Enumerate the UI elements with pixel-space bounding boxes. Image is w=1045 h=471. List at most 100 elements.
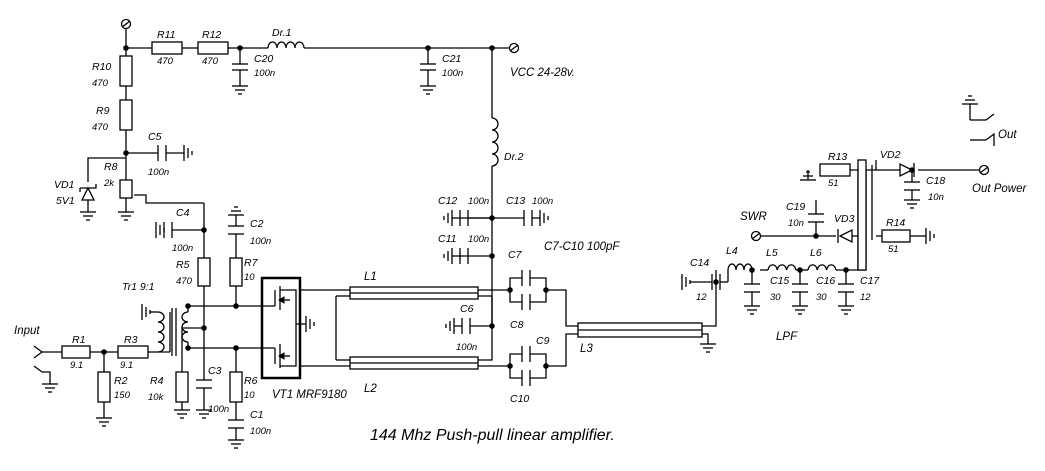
label-C7: C7 [508,249,523,261]
label-C7-C10: C7-C10 100pF [544,241,620,253]
junctions [101,45,915,369]
label-swr: SWR [740,211,767,223]
inductor-L6 [807,264,837,271]
label-L1: L1 [364,271,377,283]
value-R10: 470 [92,78,109,89]
label-R13: R13 [828,151,847,163]
resistor-R11 [151,41,183,55]
resistor-R1 [61,345,91,359]
label-Dr1: Dr.1 [272,27,291,39]
inductor-Dr2 [491,117,499,167]
ground-icon [155,222,165,238]
capacitor-C6 [461,318,471,334]
capacitor-C2 [228,225,244,235]
transistor-VT1 [260,276,302,380]
terminal-top [120,18,132,30]
value-R7: 10 [244,272,255,283]
resistor-R12 [197,41,229,55]
label-input: Input [14,325,40,337]
value-R12: 470 [202,56,219,67]
ground-icon [681,274,691,290]
label-C15: C15 [770,275,789,287]
capacitor-C9 [521,346,531,362]
label-C16: C16 [816,275,835,287]
value-C4: 100n [172,243,193,254]
value-C19: 10n [788,218,804,229]
label-R11: R11 [157,29,175,41]
resistor-R5 [197,257,211,287]
value-C1: 100n [250,426,271,437]
label-L4: L4 [726,245,738,257]
ground-icon [118,211,134,221]
diagram-title: 144 Mhz Push-pull linear amplifier. [370,427,615,444]
label-R10: R10 [92,61,111,73]
label-C20: C20 [254,53,273,65]
ground-icon [174,409,190,419]
label-LPF: LPF [776,331,798,343]
ground-icon [228,206,244,216]
label-R9: R9 [96,105,110,117]
resistor-R8 [119,179,133,199]
inductors [157,41,837,356]
label-L2: L2 [364,383,377,395]
label-L6: L6 [810,247,822,259]
value-R11: 470 [157,56,174,67]
ground-icon [80,211,96,221]
ground-icon [228,439,244,449]
label-L3: L3 [580,343,593,355]
ground-icon [800,171,816,181]
capacitor-C1 [228,419,244,429]
value-R8: 2k [103,178,115,189]
label-out-power: Out Power [972,183,1027,195]
value-C17: 12 [860,292,871,303]
connector-input [33,345,44,373]
ground-icon [700,343,716,353]
ground-icon [96,417,112,427]
label-out: Out [998,129,1017,141]
capacitor-C14 [711,274,721,290]
resistor-R13 [819,163,851,177]
value-C6: 100n [456,342,477,353]
capacitor-C19 [808,213,824,223]
label-C4: C4 [176,207,190,219]
label-C1: C1 [250,409,263,421]
connector-out [985,113,995,146]
label-R12: R12 [202,29,221,41]
inductor-Dr1 [267,41,305,49]
value-R6: 10 [244,390,255,401]
value-C5: 100n [148,167,169,178]
value-C2: 100n [250,236,271,247]
label-R1: R1 [72,334,85,346]
label-C6: C6 [460,303,474,315]
label-C8: C8 [510,319,524,331]
capacitor-C18 [904,181,920,191]
label-C3: C3 [208,365,222,377]
ground-icon [904,199,920,209]
value-VD1: 5V1 [56,195,75,207]
resistor-R14 [881,229,911,243]
value-C12: 100n [468,196,489,207]
label-C5: C5 [148,131,162,143]
ground-icon [196,409,212,419]
ground-icon [925,228,935,244]
resistor-R7 [229,257,243,287]
capacitor-C15 [744,283,760,293]
inductor-L5 [767,264,797,271]
capacitor-C16 [792,283,808,293]
label-C17: C17 [860,275,880,287]
value-R14: 51 [888,244,899,255]
value-C15: 30 [770,292,781,303]
label-R8: R8 [104,161,118,173]
transformer-Tr1-primary [157,311,165,353]
ground-icon [232,85,248,95]
label-C14: C14 [690,257,709,269]
value-C16: 30 [816,292,827,303]
ground-icon [305,316,315,332]
label-R3: R3 [124,334,138,346]
terminal-swr [750,230,762,242]
value-C3: 100n [208,404,229,415]
resistor-R3 [117,345,149,359]
ground-icon [443,210,460,226]
inductor-L4 [727,263,753,271]
